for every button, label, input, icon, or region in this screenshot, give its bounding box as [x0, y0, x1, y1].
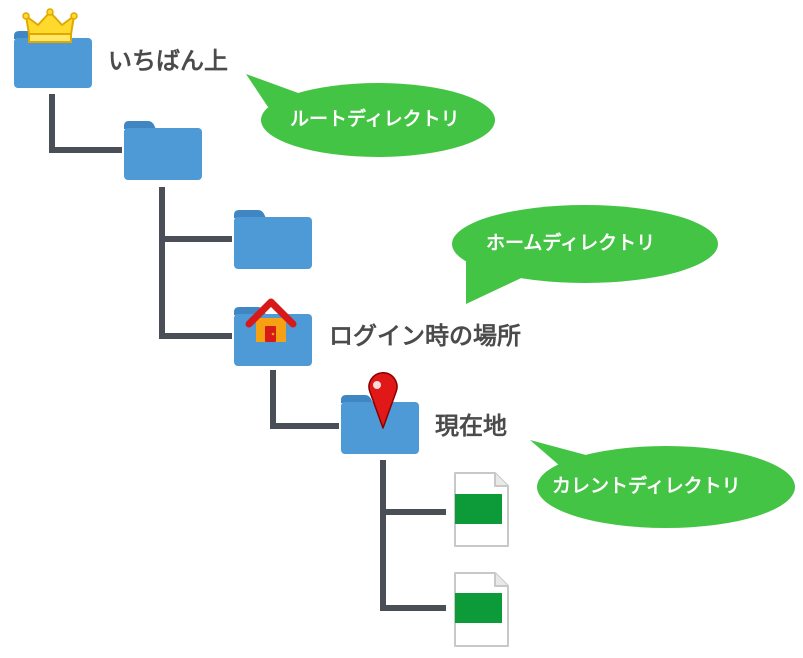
root-callout-text: ルートディレクトリ — [290, 108, 460, 130]
current-label: 現在地 — [435, 412, 507, 440]
file-icon — [454, 572, 509, 647]
child-folder-icon — [124, 121, 202, 180]
home-callout-text: ホームディレクトリ — [486, 232, 656, 254]
connector-home-to-current — [270, 370, 339, 429]
house-icon — [245, 298, 297, 342]
sibling-folder-icon — [234, 210, 312, 269]
map-pin-icon — [368, 372, 398, 429]
tree-connectors — [49, 94, 446, 611]
current-folder-icon — [341, 395, 419, 454]
current-callout-bubble — [530, 440, 795, 528]
connector-current-to-file2 — [380, 512, 446, 611]
home-callout-bubble — [452, 205, 718, 304]
home-label: ログイン時の場所 — [329, 322, 521, 350]
connector-child-to-home — [159, 239, 232, 339]
root-callout-bubble — [246, 74, 495, 157]
connector-child-to-sibling — [159, 187, 232, 242]
crown-icon — [22, 8, 78, 43]
connector-current-to-file1 — [380, 460, 446, 515]
file-icon — [454, 472, 509, 547]
current-callout-text: カレントディレクトリ — [552, 475, 741, 497]
connector-root-to-child — [49, 94, 122, 153]
root-label: いちばん上 — [108, 47, 228, 75]
